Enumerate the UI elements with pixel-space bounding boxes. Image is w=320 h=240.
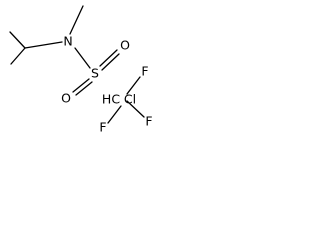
atom-fluorine-right: F [145,114,152,129]
chemical-structure-diagram: N S O O HC Cl F F F [9,5,153,135]
bond-nitrogen-sulfur [74,47,91,69]
bond-isopropyl-to-nitrogen [24,41,63,49]
bond-isopropyl-upper-arm [9,31,26,49]
atom-sulfur: S [91,66,99,81]
atom-chlorine: Cl [124,92,136,107]
atom-carbon-hc: HC [102,92,120,107]
bond-carbon-fluorine-top [126,76,141,95]
atom-oxygen-top: O [120,38,130,53]
bond-carbon-fluorine-bottom [107,105,122,124]
bond-carbon-fluorine-right [126,100,145,118]
atom-oxygen-bottom: O [61,91,71,106]
bond-nitrogen-methyl [69,5,84,35]
atom-nitrogen: N [63,34,72,49]
atom-fluorine-top: F [141,64,148,79]
bond-sulfur-oxygen-top-b [101,53,120,71]
atom-fluorine-bottom: F [99,120,106,135]
bond-sulfur-oxygen-bottom-a [72,78,90,93]
bond-sulfur-oxygen-top-a [99,49,118,67]
bond-sulfur-oxygen-bottom-b [75,81,93,96]
bond-isopropyl-lower-arm [10,47,26,65]
